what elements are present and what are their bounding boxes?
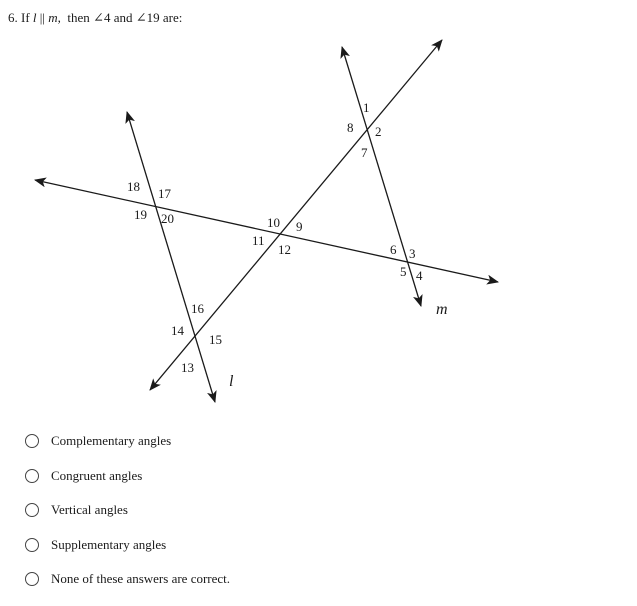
radio-button[interactable]: [25, 434, 39, 449]
angle-label-2: 2: [375, 124, 382, 139]
option-label: Congruent angles: [51, 467, 143, 483]
angle-a-ref: ∠4: [93, 10, 111, 25]
option-supplementary[interactable]: Supplementary angles: [25, 528, 230, 563]
line-l-ref: l: [32, 10, 37, 25]
angle-label-17: 17: [158, 186, 172, 201]
angle-label-10: 10: [267, 215, 280, 230]
angle-label-6: 6: [390, 242, 397, 257]
question-prefix: If: [21, 10, 30, 25]
angle-label-7: 7: [361, 145, 368, 160]
line-l-label: l: [229, 373, 234, 390]
transversal-diagram: 1 2 3 4 5 6 7 8 9 10 11 12 13 14 15 16 1…: [34, 39, 499, 403]
angle-label-9: 9: [296, 219, 303, 234]
line-l: [125, 111, 217, 403]
line-m-ref: m,: [48, 10, 61, 25]
transversal-diagonal: [149, 39, 443, 391]
angle-label-5: 5: [400, 264, 407, 279]
question-conj: and: [113, 10, 133, 25]
angle-label-14: 14: [171, 323, 185, 338]
angle-label-11: 11: [252, 233, 265, 248]
option-none-correct[interactable]: None of these answers are correct.: [25, 562, 230, 597]
radio-button[interactable]: [25, 503, 39, 518]
option-label: Supplementary angles: [51, 536, 167, 552]
question-text: 6. If l || m, then ∠4 and ∠19 are:: [8, 10, 182, 26]
angle-b-ref: ∠19: [135, 10, 160, 25]
option-complementary[interactable]: Complementary angles: [25, 424, 230, 459]
option-label: Complementary angles: [51, 433, 172, 449]
answer-options: Complementary angles Congruent angles Ve…: [25, 424, 230, 597]
line-m-label: m: [436, 301, 448, 318]
angle-label-16: 16: [191, 301, 205, 316]
radio-button[interactable]: [25, 537, 39, 552]
angle-label-12: 12: [278, 242, 291, 257]
angle-label-8: 8: [347, 120, 354, 135]
angle-label-1: 1: [363, 100, 370, 115]
angle-label-18: 18: [127, 179, 140, 194]
angle-label-20: 20: [161, 211, 174, 226]
line-m: [340, 46, 423, 307]
question-suffix: are:: [162, 10, 183, 25]
question-middle: then: [67, 10, 90, 25]
angle-label-15: 15: [209, 332, 222, 347]
parallel-symbol: ||: [39, 10, 46, 25]
option-congruent[interactable]: Congruent angles: [25, 459, 230, 494]
option-label: None of these answers are correct.: [51, 571, 231, 587]
question-number: 6.: [8, 10, 18, 25]
angle-label-3: 3: [409, 246, 416, 261]
option-vertical[interactable]: Vertical angles: [25, 493, 230, 528]
radio-button[interactable]: [25, 572, 39, 587]
angle-label-4: 4: [416, 268, 423, 283]
angle-label-13: 13: [181, 360, 194, 375]
radio-button[interactable]: [25, 468, 39, 483]
angle-label-19: 19: [134, 207, 147, 222]
option-label: Vertical angles: [51, 502, 128, 518]
transversal-horizontal: [34, 177, 499, 285]
